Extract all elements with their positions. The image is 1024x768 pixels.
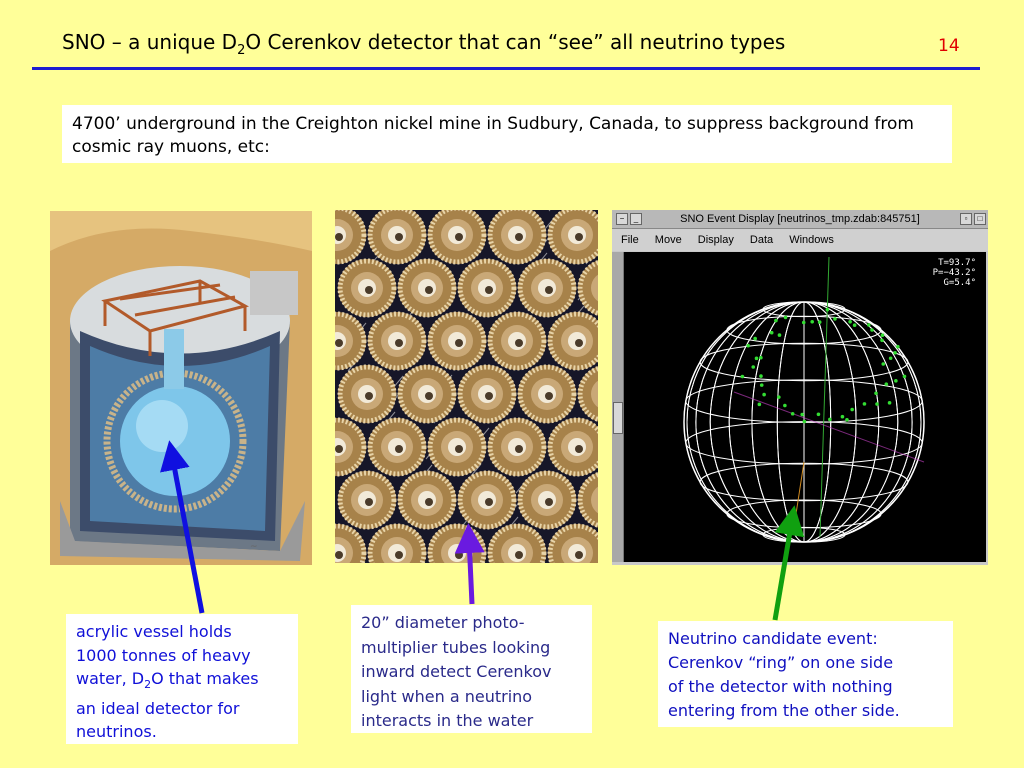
menu-windows[interactable]: Windows <box>789 234 834 246</box>
angle-readout: T=93.7° P=−43.2° G=5.4° <box>933 258 976 288</box>
photomultiplier-tube <box>427 523 487 563</box>
photomultiplier-tube <box>547 210 598 265</box>
menu-display[interactable]: Display <box>697 234 734 246</box>
caption-line: light when a neutrino <box>361 686 533 706</box>
svg-text:~: ~ <box>250 542 258 552</box>
photomultiplier-tube <box>487 417 547 477</box>
photomultiplier-tube <box>335 417 367 477</box>
caption-photomultiplier: 20” diameter photo- multiplier tubes loo… <box>351 605 592 733</box>
readout-theta: T=93.7° <box>938 258 976 268</box>
caption-line: 20” diameter photo- <box>361 613 525 632</box>
photomultiplier-tube <box>335 523 367 563</box>
cerenkov-ring-hits <box>740 307 907 424</box>
caption-line: water, D2O that makes <box>76 669 259 692</box>
photomultiplier-tube <box>457 364 517 424</box>
photomultiplier-tube <box>367 523 427 563</box>
scrollbar-thumb[interactable] <box>613 402 623 434</box>
caption-acrylic-vessel: acrylic vessel holds 1000 tonnes of heav… <box>66 614 298 744</box>
caption-line: Neutrino candidate event: <box>668 629 878 648</box>
photomultiplier-tube <box>397 470 457 530</box>
photomultiplier-tube <box>487 311 547 371</box>
photomultiplier-tube <box>397 364 457 424</box>
photomultiplier-tube <box>457 258 517 318</box>
title-divider <box>32 67 980 70</box>
geodesic-sphere <box>683 256 925 543</box>
photomultiplier-tube <box>335 311 367 371</box>
caption-line: neutrinos. <box>76 722 157 742</box>
page-number: 14 <box>938 36 960 56</box>
photomultiplier-tube <box>337 364 397 424</box>
photomultiplier-tube <box>335 210 367 265</box>
caption-line: acrylic vessel holds <box>76 622 232 641</box>
photomultiplier-tube <box>577 471 598 529</box>
photomultiplier-tube <box>487 523 547 563</box>
caption-line: inward detect Cerenkov <box>361 662 552 681</box>
intro-textbox: 4700’ underground in the Creighton nicke… <box>62 105 952 163</box>
caption-line: of the detector with nothing <box>668 677 893 696</box>
menu-move[interactable]: Move <box>654 234 682 246</box>
photomultiplier-tube <box>547 417 598 477</box>
reflector-wire <box>548 210 551 212</box>
photomultiplier-tube <box>577 365 598 423</box>
readout-phi: P=−43.2° <box>932 268 976 278</box>
photomultiplier-tube <box>517 258 577 318</box>
photomultiplier-tube <box>367 417 427 477</box>
window-menu-icon[interactable]: − <box>616 213 628 225</box>
photomultiplier-tube <box>547 523 598 563</box>
caption-line: 1000 tonnes of heavy <box>76 645 251 665</box>
photomultiplier-tube <box>487 210 547 265</box>
caption-line: an ideal detector for <box>76 698 240 718</box>
caption-line: Cerenkov “ring” on one side <box>668 653 894 672</box>
window-title: SNO Event Display [neutrinos_tmp.zdab:84… <box>680 213 920 225</box>
caption-line: entering from the other side. <box>668 701 900 720</box>
menu-file[interactable]: File <box>621 234 639 246</box>
event-display-menubar: File Move Display Data Windows <box>612 229 988 251</box>
event-display-window: − _ SNO Event Display [neutrinos_tmp.zda… <box>612 210 988 565</box>
photomultiplier-tube <box>367 210 427 265</box>
caption-line: multiplier tubes looking <box>361 637 551 657</box>
photomultiplier-tube <box>367 311 427 371</box>
event-display-scrollbar[interactable] <box>612 252 624 562</box>
event-display-titlebar: − _ SNO Event Display [neutrinos_tmp.zda… <box>612 210 988 229</box>
window-restore-icon[interactable]: ▫ <box>960 213 972 225</box>
photomultiplier-tube <box>547 311 598 371</box>
readout-gamma: G=5.4° <box>943 278 976 288</box>
detector-cutaway-illustration: ~ <box>50 211 312 565</box>
photomultiplier-tube <box>337 470 397 530</box>
photomultiplier-tube <box>427 417 487 477</box>
window-maximize-icon[interactable]: □ <box>974 213 986 225</box>
photomultiplier-tube <box>577 259 598 317</box>
photomultiplier-tube <box>457 470 517 530</box>
window-minimize-icon[interactable]: _ <box>630 213 642 225</box>
photomultiplier-tube <box>427 311 487 371</box>
reflector-wire <box>470 463 482 477</box>
slide-title: SNO – a unique D2O Cerenkov detector tha… <box>62 30 786 58</box>
caption-line: interacts in the water <box>361 711 534 730</box>
photomultiplier-tube <box>517 364 577 424</box>
event-display-canvas[interactable]: T=93.7° P=−43.2° G=5.4° <box>624 252 986 562</box>
photomultiplier-tubes-photo <box>335 210 598 563</box>
menu-data[interactable]: Data <box>749 234 774 246</box>
photomultiplier-tube <box>397 258 457 318</box>
photomultiplier-tube <box>517 470 577 530</box>
caption-neutrino-event: Neutrino candidate event: Cerenkov “ring… <box>658 621 953 727</box>
photomultiplier-tube <box>427 210 487 265</box>
photomultiplier-tube <box>337 258 397 318</box>
